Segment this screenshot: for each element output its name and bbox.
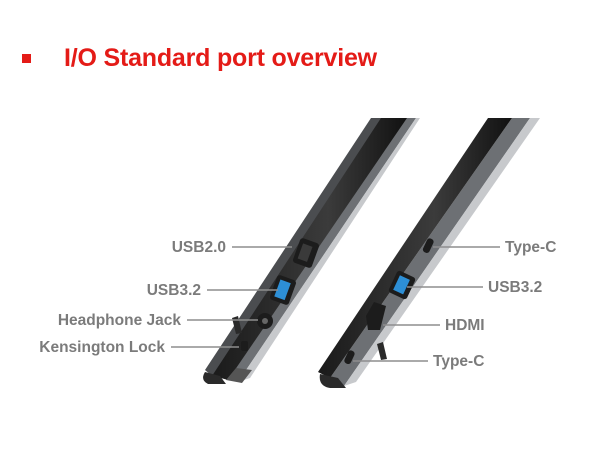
label-hdmi: HDMI	[445, 317, 485, 334]
slide-title: I/O Standard port overview	[64, 43, 377, 72]
label-usb32-left: USB3.2	[146, 282, 201, 299]
type-c-port-right-bottom-icon	[344, 350, 355, 365]
left-laptop-side	[171, 118, 420, 384]
label-usb32-right: USB3.2	[488, 279, 543, 296]
kensington-lock-left-icon	[241, 341, 248, 351]
label-usb20-left: USB2.0	[171, 239, 226, 256]
usb2-port-left-icon	[293, 238, 319, 268]
title-bullet	[22, 53, 31, 63]
label-headphone-jack: Headphone Jack	[57, 312, 181, 329]
audio-jack-left-icon	[257, 313, 273, 329]
right-laptop-side	[318, 118, 540, 388]
label-type-c-right-top: Type-C	[505, 239, 557, 256]
slide-header: I/O Standard port overview	[20, 38, 377, 78]
label-type-c-right-bottom: Type-C	[433, 353, 485, 370]
type-c-port-right-top-icon	[422, 238, 434, 253]
label-kensington-lock: Kensington Lock	[39, 339, 165, 356]
usb32-port-left-icon	[270, 275, 296, 305]
usb32-port-right-icon	[388, 270, 416, 300]
hdmi-port-right-icon	[366, 302, 386, 330]
